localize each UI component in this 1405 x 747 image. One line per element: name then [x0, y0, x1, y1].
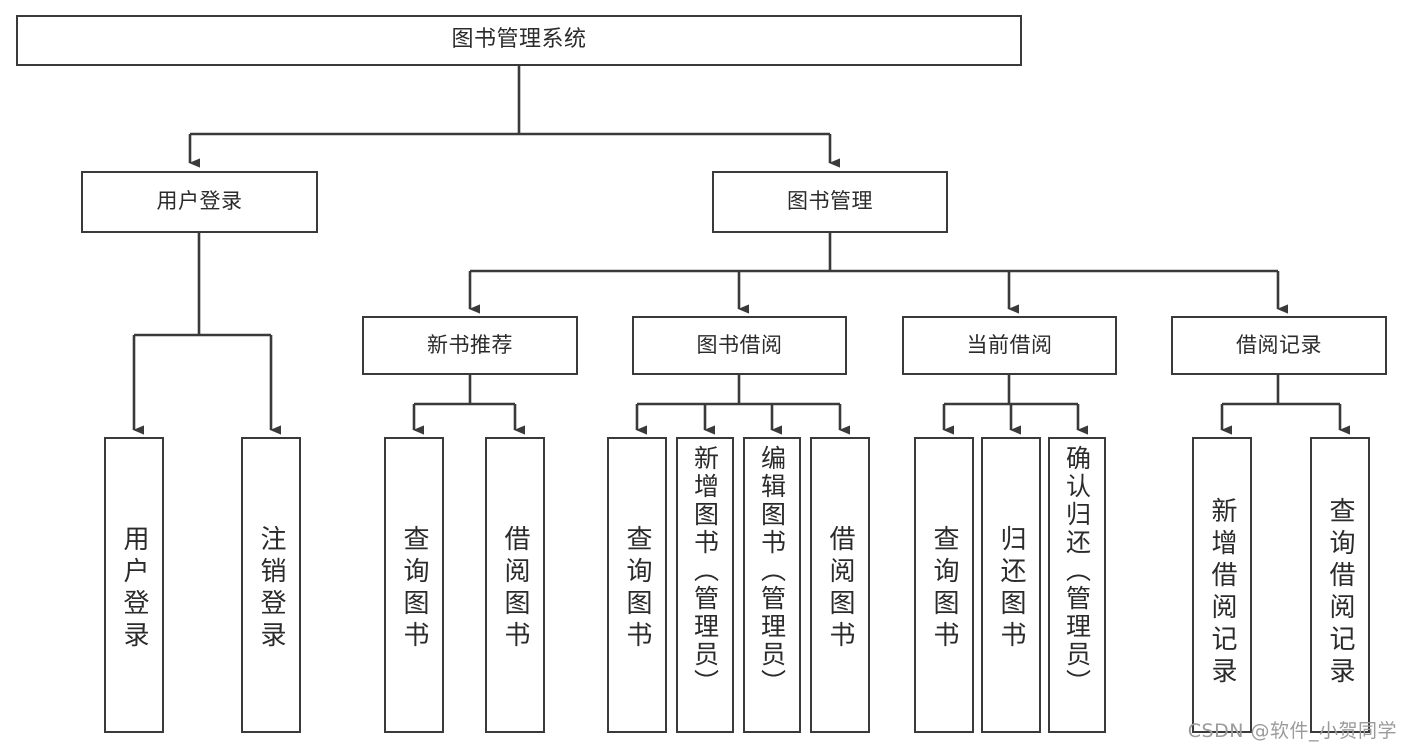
node-label: 注销登录 — [256, 525, 286, 653]
leaf-borrow-edit-book-admin[interactable]: 编辑图书（管理员） — [743, 437, 801, 733]
node-label: 查询图书 — [622, 525, 652, 653]
node-borrow-record[interactable]: 借阅记录 — [1171, 316, 1387, 375]
node-book-management[interactable]: 图书管理 — [712, 171, 948, 233]
node-book-borrow[interactable]: 图书借阅 — [632, 316, 847, 375]
leaf-record-add-record[interactable]: 新增借阅记录 — [1192, 437, 1252, 733]
node-label: 查询图书 — [399, 525, 429, 653]
node-label: 借阅记录 — [1236, 332, 1322, 357]
leaf-user-login-login[interactable]: 用户登录 — [104, 437, 164, 733]
node-label: 图书管理 — [787, 189, 873, 214]
leaf-borrow-query-book[interactable]: 查询图书 — [607, 437, 667, 733]
leaf-current-query-book[interactable]: 查询图书 — [914, 437, 974, 733]
node-root-system[interactable]: 图书管理系统 — [16, 15, 1022, 66]
node-label: 图书管理系统 — [451, 27, 587, 53]
leaf-borrow-add-book-admin[interactable]: 新增图书（管理员） — [676, 437, 734, 733]
node-label: 图书借阅 — [696, 332, 783, 357]
leaf-recommend-query-book[interactable]: 查询图书 — [384, 437, 444, 733]
node-label: 用户登录 — [156, 189, 243, 214]
node-label: 借阅图书 — [500, 525, 530, 653]
leaf-user-login-logout[interactable]: 注销登录 — [241, 437, 301, 733]
node-new-book-recommend[interactable]: 新书推荐 — [362, 316, 578, 375]
leaf-borrow-borrow-book[interactable]: 借阅图书 — [810, 437, 870, 733]
node-label: 归还图书 — [996, 525, 1026, 653]
node-label: 新增借阅记录 — [1207, 497, 1237, 689]
node-label: 新增图书（管理员） — [690, 445, 720, 697]
node-label: 查询借阅记录 — [1325, 497, 1355, 689]
node-label: 编辑图书（管理员） — [757, 445, 787, 697]
node-label: 新书推荐 — [427, 332, 513, 357]
node-current-borrow[interactable]: 当前借阅 — [902, 316, 1117, 375]
leaf-record-query-record[interactable]: 查询借阅记录 — [1310, 437, 1370, 733]
leaf-current-confirm-return-admin[interactable]: 确认归还（管理员） — [1048, 437, 1106, 733]
node-label: 用户登录 — [119, 525, 149, 653]
leaf-recommend-borrow-book[interactable]: 借阅图书 — [485, 437, 545, 733]
node-label: 查询图书 — [929, 525, 959, 653]
leaf-current-return-book[interactable]: 归还图书 — [981, 437, 1041, 733]
node-user-login[interactable]: 用户登录 — [81, 171, 318, 233]
node-label: 当前借阅 — [966, 332, 1053, 357]
node-label: 确认归还（管理员） — [1062, 445, 1092, 697]
node-label: 借阅图书 — [825, 525, 855, 653]
watermark-text: CSDN @软件_小贺同学 — [1187, 720, 1397, 742]
